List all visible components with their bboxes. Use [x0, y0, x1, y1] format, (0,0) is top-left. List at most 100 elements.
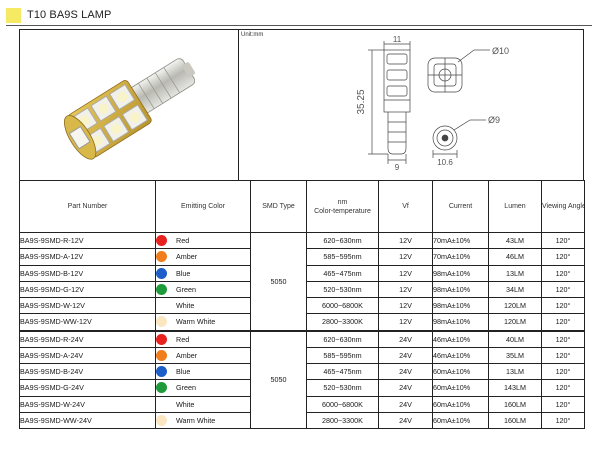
color-label: Warm White: [176, 415, 216, 425]
color-dot: [156, 349, 167, 361]
vf-cell: 12V: [378, 231, 433, 250]
page-title: T10 BA9S LAMP: [27, 9, 112, 21]
color-dot: [156, 366, 167, 378]
color-label: Red: [176, 236, 190, 246]
color-label: Green: [176, 383, 196, 393]
nm-cell: 6000~6800K: [306, 395, 379, 413]
current-cell: 98mA±10%: [432, 264, 489, 282]
part-number-cell: BA9S-9SMD-WW-24V: [19, 411, 156, 430]
emitting-color-cell: Green: [155, 280, 251, 299]
color-label: Warm White: [176, 317, 216, 327]
dim-base-diameter: Ø9: [488, 115, 500, 125]
color-dot: [156, 414, 167, 426]
emitting-color-cell: Red: [155, 231, 251, 250]
unit-label: Unit:mm: [241, 32, 264, 38]
part-number-cell: BA9S-9SMD-A-12V: [19, 248, 156, 266]
nm-cell: 465~475nm: [306, 362, 379, 381]
color-label: White: [176, 301, 195, 311]
current-cell: 46mA±10%: [432, 346, 489, 365]
part-number-cell: BA9S-9SMD-B-24V: [19, 362, 156, 381]
viewing-angle-cell: 120°: [541, 346, 585, 365]
part-number-cell: BA9S-9SMD-W-12V: [19, 296, 156, 315]
nm-cell: 2800~3300K: [306, 411, 379, 430]
vf-cell: 24V: [378, 379, 433, 397]
lumen-cell: 120LM: [488, 296, 542, 315]
header-viewing-angle: Viewing Angle: [541, 180, 585, 233]
vf-cell: 24V: [378, 329, 433, 348]
current-cell: 98mA±10%: [432, 296, 489, 315]
nm-cell: 6000~6800K: [306, 296, 379, 315]
vf-cell: 12V: [378, 280, 433, 299]
header-nm-line1: nm: [337, 198, 348, 206]
emitting-color-cell: Warm White: [155, 313, 251, 331]
lumen-cell: 143LM: [488, 379, 542, 397]
part-number-cell: BA9S-9SMD-WW-12V: [19, 313, 156, 331]
color-label: Red: [176, 334, 190, 344]
viewing-angle-cell: 120°: [541, 313, 585, 331]
vf-cell: 24V: [378, 395, 433, 413]
nm-cell: 585~595nm: [306, 248, 379, 266]
current-cell: 60mA±10%: [432, 362, 489, 381]
color-dot: [156, 251, 167, 263]
dimension-drawing-panel: Unit:mm: [238, 29, 584, 181]
part-number-cell: BA9S-9SMD-G-24V: [19, 379, 156, 397]
viewing-angle-cell: 120°: [541, 231, 585, 250]
vf-cell: 24V: [378, 346, 433, 365]
lumen-cell: 160LM: [488, 395, 542, 413]
lumen-cell: 40LM: [488, 329, 542, 348]
part-number-cell: BA9S-9SMD-W-24V: [19, 395, 156, 413]
header-part-number: Part Number: [19, 180, 156, 233]
vf-cell: 12V: [378, 313, 433, 331]
part-number-cell: BA9S-9SMD-R-24V: [19, 329, 156, 348]
color-label: Amber: [176, 350, 198, 360]
dim-side-diameter: Ø10: [492, 46, 509, 56]
emitting-color-cell: Green: [155, 379, 251, 397]
current-cell: 98mA±10%: [432, 280, 489, 299]
emitting-color-cell: Blue: [155, 264, 251, 282]
part-number-cell: BA9S-9SMD-A-24V: [19, 346, 156, 365]
nm-cell: 465~475nm: [306, 264, 379, 282]
emitting-color-cell: Blue: [155, 362, 251, 381]
color-label: White: [176, 399, 195, 409]
header-vf: Vf: [378, 180, 433, 233]
part-number-cell: BA9S-9SMD-R-12V: [19, 231, 156, 250]
header-emitting-color: Emitting Color: [155, 180, 251, 233]
viewing-angle-cell: 120°: [541, 329, 585, 348]
emitting-color-cell: Amber: [155, 248, 251, 266]
title-divider: [6, 25, 592, 26]
header-nm: nm Color-temperature: [306, 180, 379, 233]
lumen-cell: 46LM: [488, 248, 542, 266]
header-current: Current: [432, 180, 489, 233]
color-dot: [156, 267, 167, 279]
spec-table: Part Number Emitting Color SMD Type nm C…: [19, 180, 585, 430]
color-dot: [156, 283, 167, 295]
current-cell: 60mA±10%: [432, 379, 489, 397]
viewing-angle-cell: 120°: [541, 280, 585, 299]
color-dot: [156, 398, 167, 410]
vf-cell: 24V: [378, 362, 433, 381]
smd-type-cell: 5050: [250, 329, 307, 429]
color-dot: [156, 316, 167, 328]
color-label: Blue: [176, 367, 191, 377]
viewing-angle-cell: 120°: [541, 296, 585, 315]
viewing-angle-cell: 120°: [541, 411, 585, 430]
header-smd-type: SMD Type: [250, 180, 307, 233]
current-cell: 70mA±10%: [432, 231, 489, 250]
nm-cell: 2800~3300K: [306, 313, 379, 331]
lumen-cell: 120LM: [488, 313, 542, 331]
header-lumen: Lumen: [488, 180, 542, 233]
lumen-cell: 13LM: [488, 264, 542, 282]
viewing-angle-cell: 120°: [541, 248, 585, 266]
viewing-angle-cell: 120°: [541, 395, 585, 413]
nm-cell: 620~630nm: [306, 329, 379, 348]
color-dot: [156, 382, 167, 394]
viewing-angle-cell: 120°: [541, 379, 585, 397]
current-cell: 60mA±10%: [432, 395, 489, 413]
